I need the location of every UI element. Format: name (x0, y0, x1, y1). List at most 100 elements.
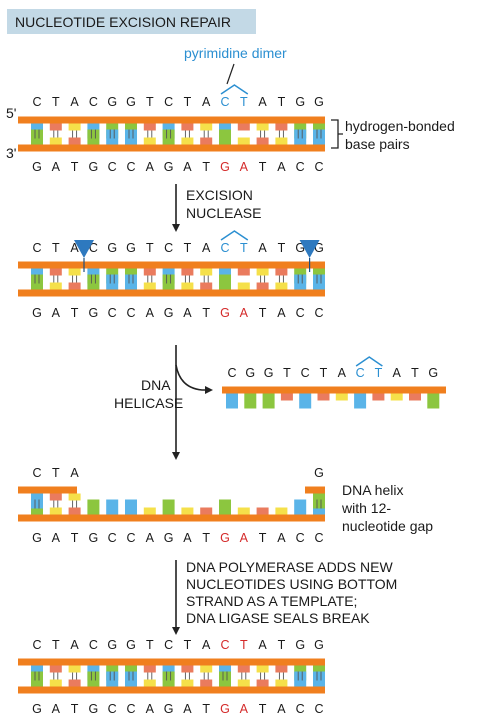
helix1-dimer-bracket (220, 84, 249, 95)
helix4-bottom-base (313, 671, 325, 687)
helix1-top-letter: G (314, 95, 324, 109)
five-prime-label: 5' (6, 105, 16, 121)
helix2-bottom-letter: T (71, 306, 79, 320)
helix3-bottom-base (125, 499, 137, 515)
top-backbone-1 (18, 116, 325, 124)
helix4-bottom-base (162, 671, 175, 687)
helix4-top-base (256, 665, 269, 673)
step3-label-line-2: NUCLEOTIDES USING BOTTOM (186, 576, 397, 592)
bottom-backbone-4 (18, 686, 325, 694)
helix3-bottom-base (294, 499, 307, 515)
helix2-bottom-base (106, 274, 119, 290)
helix1-top-base (143, 123, 156, 131)
helix1-bottom-base (219, 129, 231, 145)
excised-base (299, 393, 312, 409)
helix3-top-base (31, 493, 43, 509)
helix2-bottom-base (87, 274, 100, 290)
helix1-bottom-base (294, 129, 307, 145)
helix4-bottom-base (256, 679, 269, 687)
title-box (7, 9, 256, 34)
helix1-top-letter: A (258, 95, 267, 109)
helix3-bottom-letter: C (108, 531, 117, 545)
helix1-top-letter: T (278, 95, 286, 109)
helix2-bottom-letter: T (259, 306, 267, 320)
helix1-top-letter: C (164, 95, 173, 109)
helix2-top-letter: T (52, 241, 60, 255)
excised-letter: C (356, 366, 365, 380)
helix3-bottom-base (219, 499, 231, 515)
excised-base (280, 393, 293, 401)
excised-letter: T (411, 366, 419, 380)
helix2-top-letter: C (164, 241, 173, 255)
top-backbone-2 (18, 261, 325, 269)
helix3-bottom-letter: A (277, 531, 286, 545)
helix1-bottom-letter: C (296, 160, 305, 174)
helix4-top-letter: A (70, 638, 79, 652)
helix3-bottom-letter: T (71, 531, 79, 545)
helix4-top-base (68, 665, 81, 673)
helix2-top-letter: C (32, 241, 41, 255)
helix1-top-letter: G (295, 95, 305, 109)
helix2-bottom-base (143, 282, 156, 290)
helix1-top-letter: T (52, 95, 60, 109)
helix1-bottom-base (87, 129, 100, 145)
helix3-bottom-base (49, 507, 62, 515)
excised-letter: T (375, 366, 383, 380)
helix3-bottom-letter: G (89, 531, 99, 545)
step2-branch-arrowhead (205, 386, 213, 394)
helix1-bottom-letter: T (259, 160, 267, 174)
helix1-bottom-letter: C (314, 160, 323, 174)
step2-label-line-1: DNA (141, 377, 171, 393)
helix4-top-letter: C (220, 638, 229, 652)
helix2-top-letter: T (240, 241, 248, 255)
bottom-backbone-2 (18, 289, 325, 297)
excised-base (409, 393, 421, 401)
top-backbone-right-3 (305, 486, 325, 494)
helix3-bottom-base (275, 507, 288, 515)
base-pair-bracket (331, 119, 343, 149)
helix2-bottom-letter: C (126, 306, 135, 320)
helix2-top-base (143, 268, 156, 276)
excised-letter: G (428, 366, 438, 380)
helix1-bottom-base (313, 129, 325, 145)
helix4-top-letter: G (295, 638, 305, 652)
helix4-top-base (275, 665, 288, 673)
step1-label-line-1: EXCISION (186, 187, 253, 203)
helix2-top-letter: A (258, 241, 267, 255)
helix3-bottom-letter: T (259, 531, 267, 545)
helix2-top-base (181, 268, 194, 276)
helix2-top-letter: T (184, 241, 192, 255)
helix4-bottom-base (143, 679, 156, 687)
excised-base (335, 393, 348, 401)
helix2-bottom-base (237, 282, 250, 290)
helix3-bottom-base (181, 507, 194, 515)
bracket-label-line-2: base pairs (345, 136, 410, 152)
excised-letter: C (227, 366, 236, 380)
helix4-bottom-letter: G (89, 702, 99, 716)
helix3-top-base (68, 493, 81, 501)
excised-backbone (222, 386, 446, 394)
helix1-top-letter: A (70, 95, 79, 109)
excised-base (354, 393, 367, 409)
step3-label-line-1: DNA POLYMERASE ADDS NEW (186, 559, 393, 575)
helix4-bottom-base (200, 679, 213, 687)
helix2-top-letter: G (314, 241, 324, 255)
helix3-bottom-letter: A (240, 531, 249, 545)
helix1-bottom-letter: T (71, 160, 79, 174)
helix2-bottom-base (313, 274, 325, 290)
helix1-bottom-letter: A (146, 160, 155, 174)
excised-base (317, 393, 330, 401)
helix4-bottom-letter: A (183, 702, 192, 716)
helix2-bottom-letter: A (146, 306, 155, 320)
helix2-bottom-letter: G (220, 306, 230, 320)
helix4-bottom-base (181, 679, 194, 687)
helix1-bottom-base (275, 137, 288, 145)
helix4-bottom-base (87, 671, 100, 687)
helix1-top-letter: C (220, 95, 229, 109)
helix4-bottom-base (294, 671, 307, 687)
excised-letter: A (393, 366, 402, 380)
helix1-top-letter: G (126, 95, 136, 109)
helix4-bottom-base (219, 671, 231, 687)
helix4-bottom-letter: C (296, 702, 305, 716)
helix4-top-letter: G (314, 638, 324, 652)
